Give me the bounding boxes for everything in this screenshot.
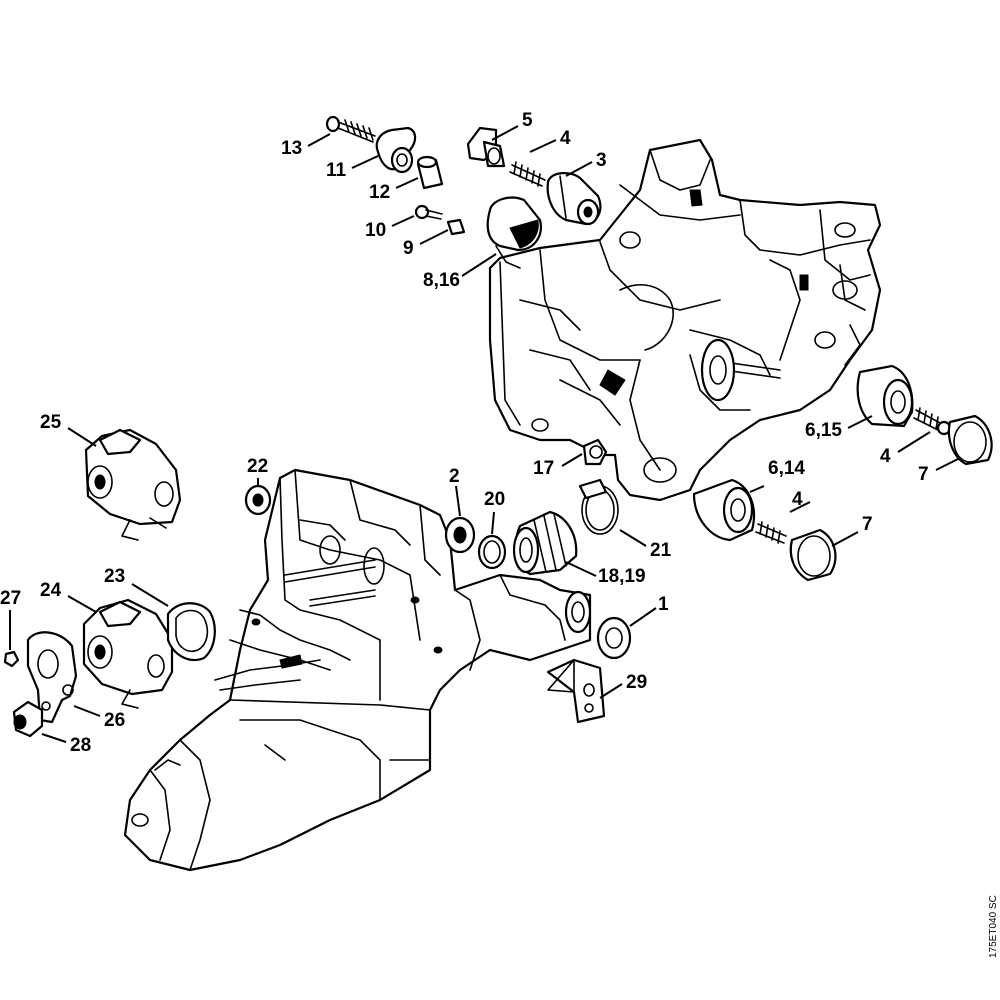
part-24-carburetor — [82, 598, 174, 709]
part-7-cap-lower — [789, 528, 837, 582]
part-27-nut — [3, 650, 20, 668]
part-29-bracket — [546, 658, 606, 724]
callout-26: 26 — [104, 710, 125, 731]
part-10-screw — [414, 204, 443, 220]
callout-21: 21 — [650, 540, 672, 561]
callout-23: 23 — [104, 566, 125, 587]
callout-27: 27 — [0, 588, 21, 609]
part-28-fitting — [12, 700, 44, 738]
callout-11: 11 — [326, 160, 347, 181]
callout-18-19: 18,19 — [598, 566, 646, 587]
part-11-plate — [375, 126, 417, 174]
part-6-15-buffer — [856, 364, 914, 428]
part-17-plug — [582, 438, 608, 466]
callout-5: 5 — [522, 110, 533, 131]
callout-28: 28 — [70, 735, 91, 756]
callout-1: 1 — [658, 594, 669, 615]
callout-3: 3 — [596, 150, 607, 171]
callout-labels: 13 11 12 10 9 8,16 5 4 3 6,15 4 7 6,14 4… — [0, 110, 929, 756]
callout-4-upper: 4 — [560, 128, 571, 149]
leader-lines — [9, 125, 961, 743]
part-21-clamp — [578, 478, 619, 535]
callout-6-14: 6,14 — [768, 458, 805, 479]
part-3-buffer — [546, 172, 602, 226]
callout-6-15: 6,15 — [805, 420, 842, 441]
part-4-spring-upper — [509, 161, 546, 187]
part-12-sleeve — [416, 155, 444, 190]
callout-2: 2 — [449, 466, 460, 487]
part-4-spring-right — [913, 407, 952, 436]
part-25-carburetor — [84, 428, 182, 541]
part-8-16-buffer — [486, 196, 542, 269]
drawing-code: 175ET040 SC — [988, 895, 999, 958]
callout-25: 25 — [40, 412, 62, 433]
part-18-19-manifold — [512, 510, 578, 576]
part-20-ring — [477, 534, 507, 570]
handle-housing — [123, 468, 592, 872]
callout-20: 20 — [484, 489, 505, 510]
part-6-14-buffer — [692, 478, 756, 542]
part-1-ring — [596, 616, 632, 660]
callout-29: 29 — [626, 672, 647, 693]
part-5-cap — [466, 126, 506, 168]
callout-13: 13 — [281, 138, 302, 159]
callout-7-lower: 7 — [862, 514, 873, 535]
callout-7-right: 7 — [918, 464, 929, 485]
part-9-nut — [446, 218, 466, 236]
callout-4-lower: 4 — [792, 489, 803, 510]
part-4-spring-lower — [755, 521, 787, 544]
callout-22: 22 — [247, 456, 268, 477]
part-23-gasket — [166, 602, 216, 662]
callout-9: 9 — [403, 238, 414, 259]
callout-24: 24 — [40, 580, 62, 601]
part-13-screw — [325, 115, 376, 143]
callout-12: 12 — [369, 182, 390, 203]
part-22-grommet — [244, 484, 272, 516]
callout-10: 10 — [365, 220, 386, 241]
callout-17: 17 — [533, 458, 554, 479]
part-7-cap-right — [947, 414, 993, 466]
crankcase — [488, 138, 882, 502]
part-2-ring — [444, 516, 476, 554]
callout-8-16: 8,16 — [423, 270, 460, 291]
callout-4-right: 4 — [880, 446, 891, 467]
